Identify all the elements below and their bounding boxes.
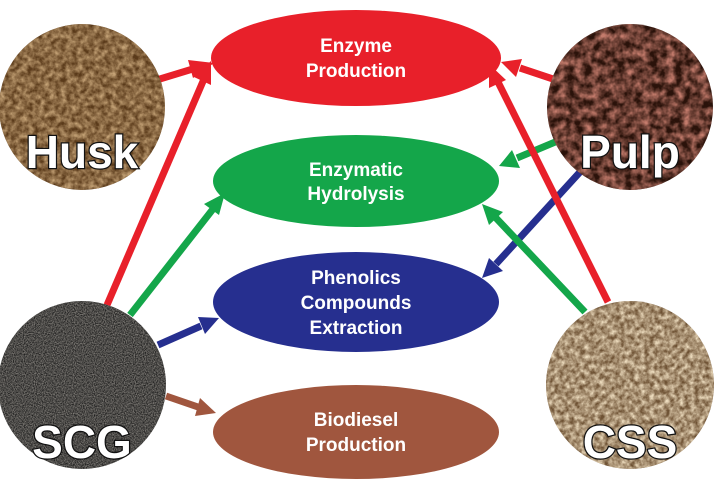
process-enzymatic-hydrolysis: Enzymatic Hydrolysis [213,135,499,227]
source-label-husk: Husk [26,126,139,178]
process-biodiesel-production: Biodiesel Production [213,385,499,479]
label-biodiesel-line1: Biodiesel [314,410,398,431]
source-label-pulp: Pulp [580,126,680,178]
source-scg: SCG [0,301,166,469]
label-phenolics-line3: Extraction [310,318,403,339]
label-enzymatic-hydrolysis-line1: Enzymatic [309,160,403,181]
ellipse-enzymatic-hydrolysis [213,135,499,227]
label-enzyme-production-line2: Production [306,61,406,82]
label-enzymatic-hydrolysis-line2: Hydrolysis [307,184,404,205]
process-enzyme-production: Enzyme Production [211,10,501,106]
source-husk: Husk [0,24,165,190]
connection-arrows [107,59,608,416]
arrow-scg-to-biodiesel-production [166,396,216,416]
source-css: CSS [546,301,714,469]
source-label-css: CSS [583,416,678,468]
source-label-scg: SCG [32,416,132,468]
source-pulp: Pulp [547,24,713,190]
label-phenolics-line1: Phenolics [311,268,401,289]
label-enzyme-production-line1: Enzyme [320,36,392,57]
label-biodiesel-line2: Production [306,435,406,456]
ellipse-enzyme-production [211,10,501,106]
process-phenolics-extraction: Phenolics Compounds Extraction [213,252,499,352]
arrow-scg-to-phenolics-extraction [158,317,219,345]
label-phenolics-line2: Compounds [301,293,412,314]
ellipse-biodiesel-production [213,385,499,479]
